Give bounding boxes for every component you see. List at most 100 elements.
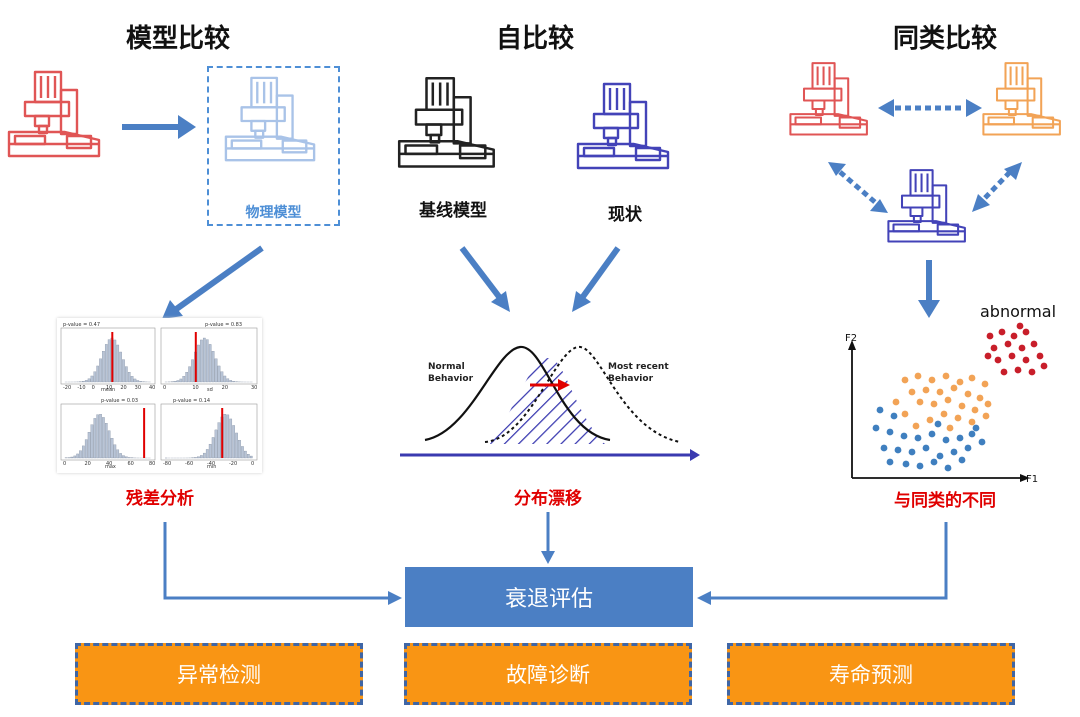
histogram-bar xyxy=(73,455,77,459)
histogram-bar xyxy=(208,344,212,383)
scatter-point-peer-blue xyxy=(872,424,880,432)
histogram-tick-label: 0 xyxy=(251,461,255,467)
machine-peer-blue-icon xyxy=(887,169,966,243)
histogram-bar xyxy=(104,344,108,383)
scatter-point-peer-orange xyxy=(928,376,936,384)
scatter-point-abnormal xyxy=(1010,332,1018,340)
histogram-2-xlabel: sd xyxy=(207,387,213,393)
histogram-bar xyxy=(122,359,125,383)
histogram-bar xyxy=(84,380,88,383)
scatter-point-peer-blue xyxy=(886,428,894,436)
histogram-bar xyxy=(226,414,230,459)
normal-behavior-curve xyxy=(424,345,611,442)
machine-peer-orange-icon xyxy=(982,62,1061,136)
scatter-point-peer-blue xyxy=(956,434,964,442)
histogram-tick-label: 80 xyxy=(149,461,156,467)
scatter-point-abnormal xyxy=(994,356,1002,364)
scatter-point-peer-orange xyxy=(971,406,979,414)
distribution-chart xyxy=(400,345,700,461)
peer-arrow-left-diagonal xyxy=(828,162,888,213)
arrow-to-physical-model xyxy=(122,115,196,139)
histogram-bar xyxy=(93,418,97,459)
scatter-point-peer-orange xyxy=(984,400,992,408)
label-distribution-drift: 分布漂移 xyxy=(514,489,582,509)
histogram-bar xyxy=(127,372,131,383)
histogram-bar xyxy=(223,375,227,383)
histogram-bar xyxy=(232,381,235,383)
scatter-point-peer-orange xyxy=(968,374,976,382)
recent-behavior-label-1: Most recent xyxy=(608,362,669,372)
scatter-point-abnormal xyxy=(1030,340,1038,348)
scatter-point-abnormal xyxy=(1036,352,1044,360)
scatter-point-peer-orange xyxy=(892,398,900,406)
scatter-point-peer-blue xyxy=(880,444,888,452)
label-peer-difference: 与同类的不同 xyxy=(894,491,996,511)
scatter-point-peer-orange xyxy=(976,394,984,402)
scatter-point-abnormal xyxy=(1028,368,1036,376)
histogram-bar xyxy=(70,456,74,459)
histogram-tick-label: 20 xyxy=(84,461,91,467)
scatter-abnormal-label: abnormal xyxy=(980,302,1057,321)
histogram-bar xyxy=(194,457,197,459)
heading-peer-compare: 同类比较 xyxy=(892,24,997,54)
scatter-point-abnormal xyxy=(998,328,1006,336)
anomaly-detection-box: 异常检测 xyxy=(75,643,363,705)
histogram-bar xyxy=(214,358,218,383)
scatter-point-peer-orange xyxy=(942,372,950,380)
histogram-bar xyxy=(202,337,206,383)
histogram-tick-label: 0 xyxy=(63,461,67,467)
histogram-4-xlabel: min xyxy=(207,464,217,470)
recent-behavior-label-2: Behavior xyxy=(608,374,654,384)
scatter-point-peer-orange xyxy=(982,412,990,420)
flow-scatter-to-eval xyxy=(710,522,948,600)
scatter-point-abnormal xyxy=(984,352,992,360)
histogram-bar xyxy=(226,378,230,383)
scatter-point-peer-blue xyxy=(942,436,950,444)
histogram-2-pvalue: p-value = 0.83 xyxy=(205,322,243,328)
flow-residual-arrowhead xyxy=(388,591,402,605)
histogram-tick-label: 60 xyxy=(127,461,134,467)
histogram-bar xyxy=(244,450,247,459)
histogram-bar xyxy=(217,422,221,459)
scatter-point-peer-orange xyxy=(914,372,922,380)
histogram-bar xyxy=(79,450,82,459)
histogram-bar xyxy=(122,455,125,459)
degradation-eval-box: 衰退评估 xyxy=(405,567,693,627)
histogram-tick-label: 40 xyxy=(106,461,113,467)
machine-physical-model-icon xyxy=(224,76,316,162)
scatter-point-peer-blue xyxy=(934,420,942,428)
scatter-point-peer-orange xyxy=(944,396,952,404)
scatter-point-abnormal xyxy=(986,332,994,340)
histogram-bar xyxy=(188,366,191,383)
histogram-bar xyxy=(200,455,203,459)
scatter-point-peer-orange xyxy=(958,402,966,410)
peer-arrow-horizontal xyxy=(878,99,982,117)
histogram-bar xyxy=(87,432,91,459)
histogram-bar xyxy=(96,414,99,459)
scatter-point-peer-orange xyxy=(946,424,954,432)
histogram-bar xyxy=(176,380,180,383)
histogram-bar xyxy=(200,339,203,383)
scatter-point-abnormal xyxy=(1022,356,1030,364)
histogram-bar xyxy=(125,366,128,383)
histogram-graphics xyxy=(60,327,258,461)
histogram-1-pvalue: p-value = 0.47 xyxy=(63,322,101,328)
scatter-point-peer-blue xyxy=(950,448,958,456)
histogram-tick-label: 40 xyxy=(149,385,156,391)
histogram-bar xyxy=(107,430,111,459)
scatter-point-peer-blue xyxy=(964,444,972,452)
heading-self-compare: 自比较 xyxy=(495,24,574,54)
histogram-bar xyxy=(217,365,221,383)
scatter-point-peer-blue xyxy=(916,462,924,470)
histogram-bar xyxy=(133,378,137,383)
scatter-point-abnormal xyxy=(990,344,998,352)
histogram-3-pvalue: p-value = 0.03 xyxy=(101,398,139,404)
scatter-point-peer-orange xyxy=(950,384,958,392)
histogram-bar xyxy=(249,455,253,459)
histogram-bar xyxy=(136,380,140,383)
scatter-point-peer-orange xyxy=(916,398,924,406)
histogram-bar xyxy=(127,457,131,459)
histogram-tick-label: 20 xyxy=(120,385,127,391)
histogram-bar xyxy=(208,443,212,459)
scatter-point-abnormal xyxy=(1016,322,1024,330)
